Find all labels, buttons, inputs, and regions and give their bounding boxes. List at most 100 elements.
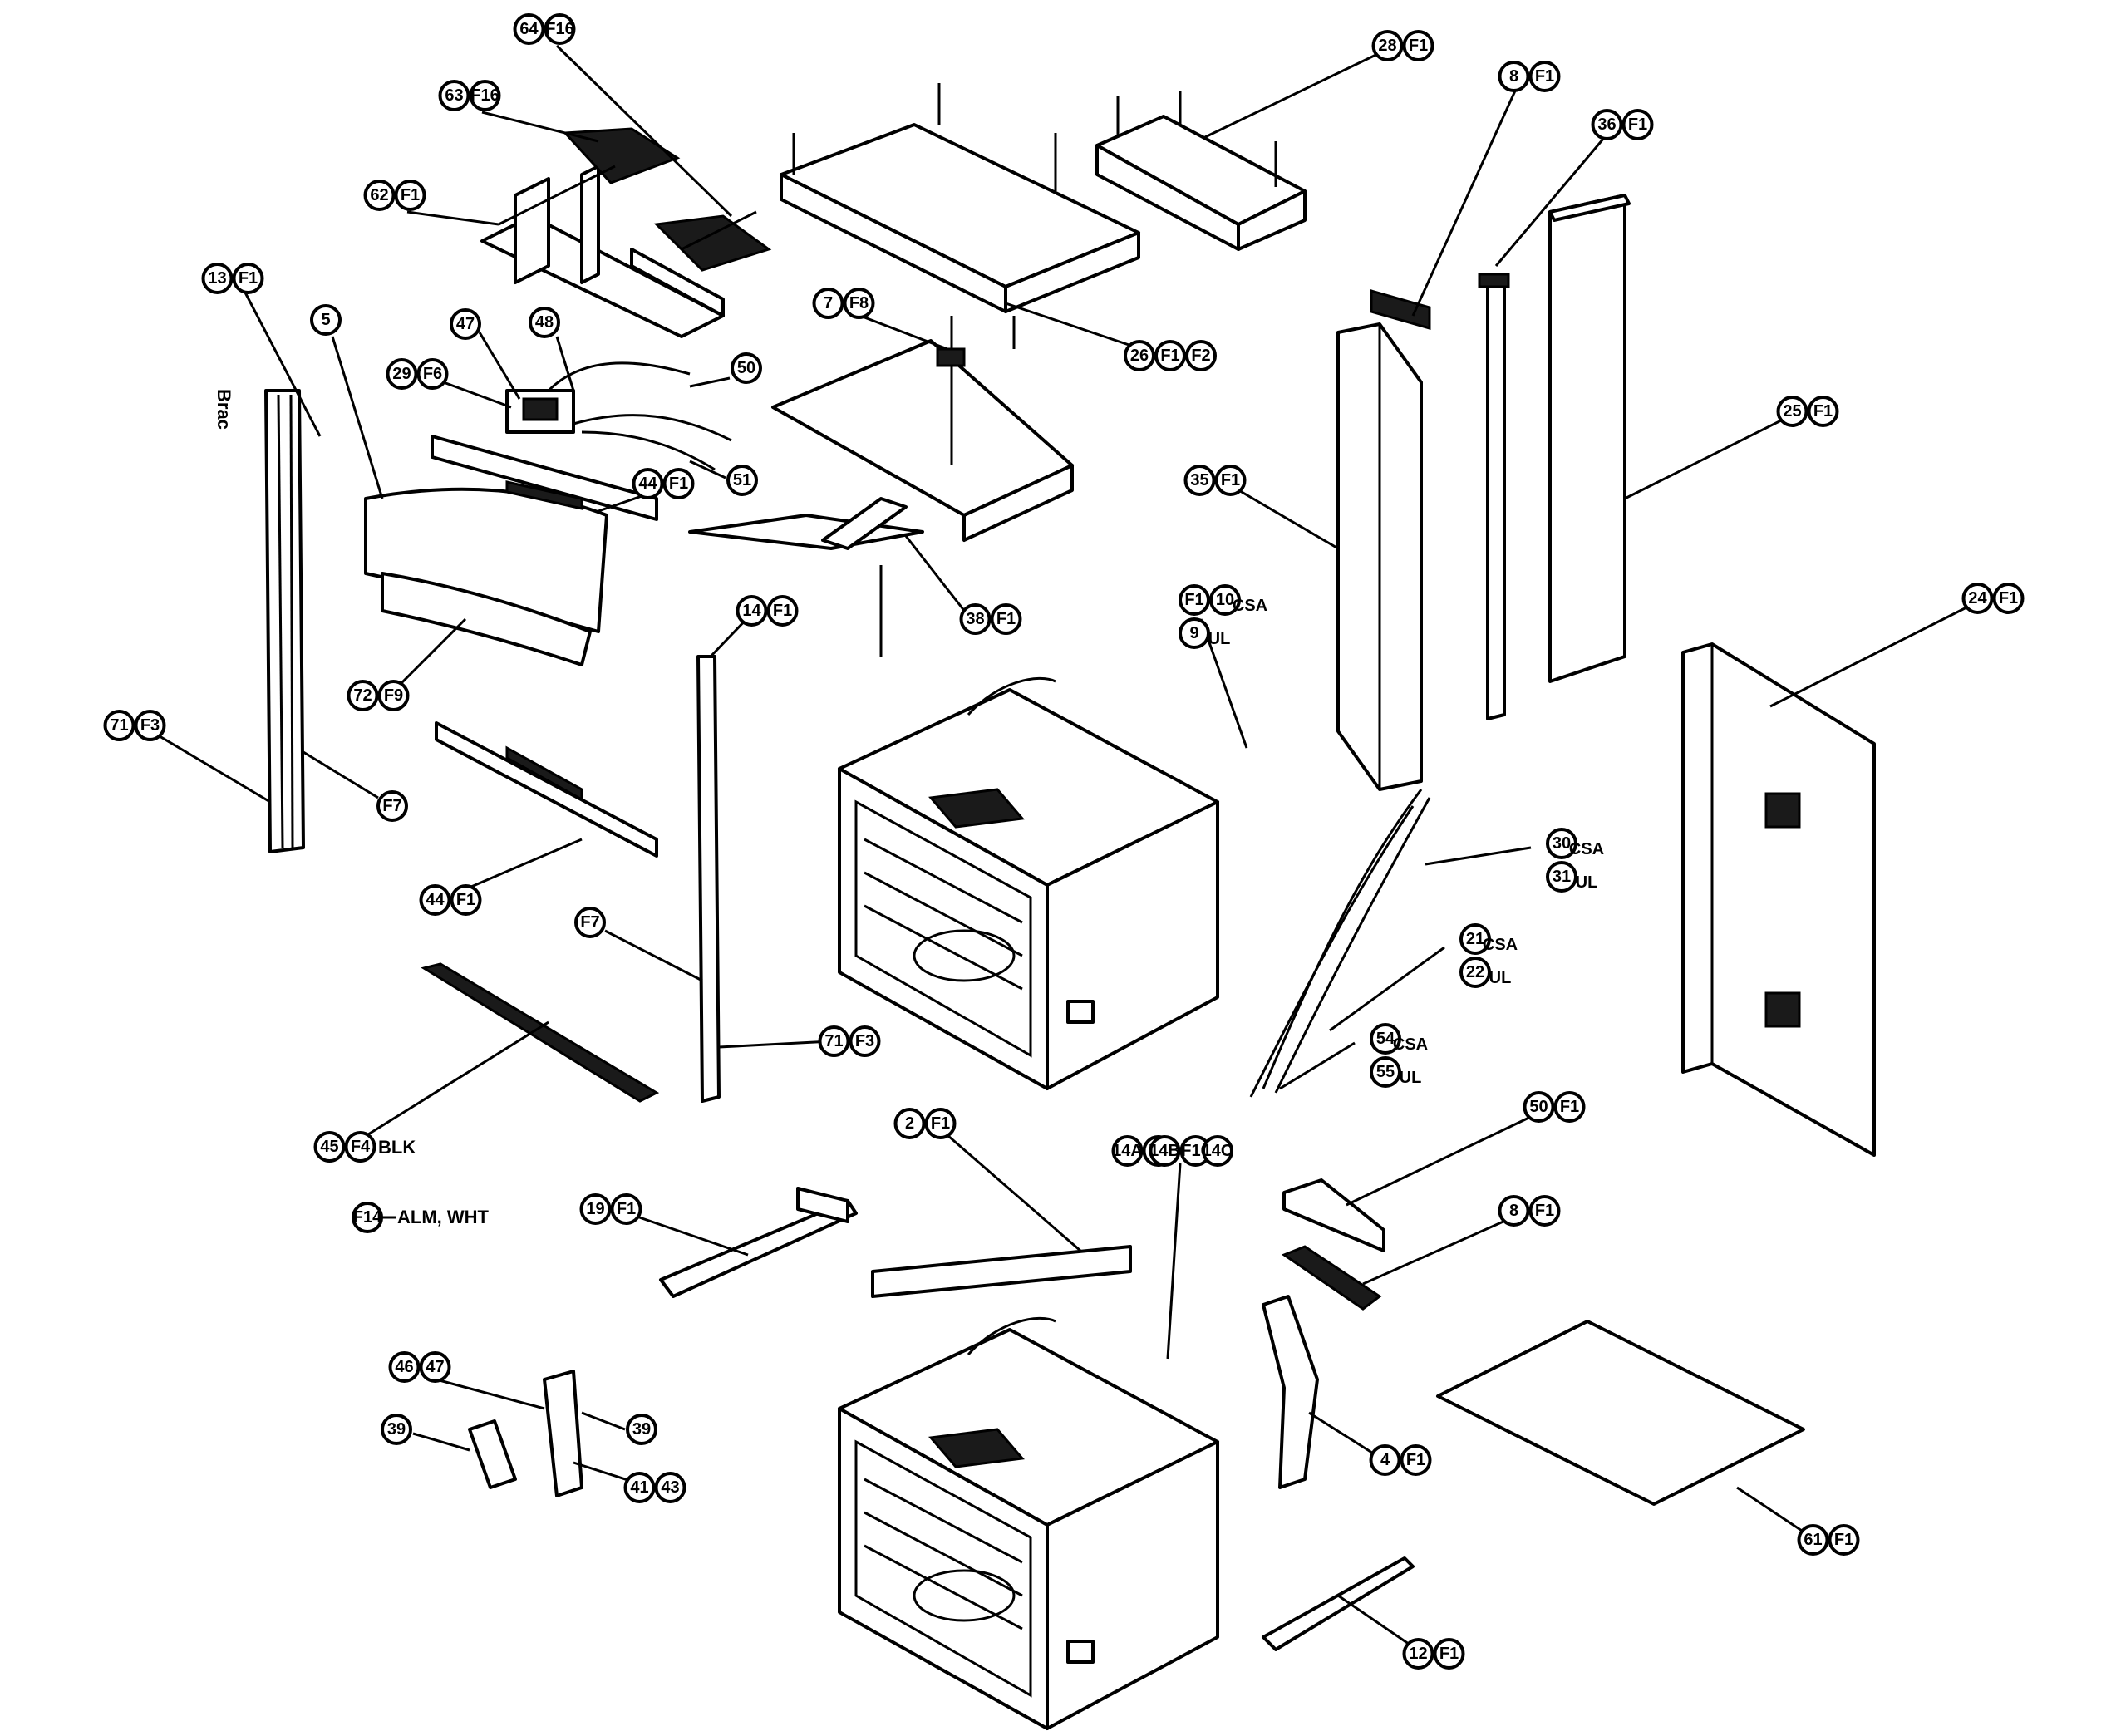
callout-bubble: [610, 1193, 642, 1225]
callout-c-50: 50: [731, 352, 762, 384]
callout-label: 72: [353, 686, 372, 705]
callout-c-f7-left: F7: [376, 790, 408, 822]
callout-bubble: [1111, 1135, 1144, 1167]
callout-c-f7-mid: F7: [574, 907, 606, 938]
callout-bubble: [1523, 1091, 1555, 1123]
callout-c-7-f8: 7 F8: [812, 288, 875, 319]
callout-label: F2: [1191, 347, 1210, 365]
middle-trim-part: [435, 721, 658, 858]
callout-bubble: [1183, 465, 1216, 496]
callout-label: 8: [1509, 67, 1518, 86]
callout-label: 14A: [1112, 1142, 1143, 1160]
callout-label: F1: [931, 1114, 950, 1133]
code-text: UL: [1489, 969, 1512, 987]
callout-label: 13: [208, 269, 226, 288]
callout-c-5: 5: [310, 304, 342, 336]
callout-label: 47: [456, 315, 475, 333]
callout-label: F1: [1560, 1098, 1579, 1116]
code-number: 21: [1466, 930, 1484, 948]
callout-c-14c: 14C: [1202, 1135, 1233, 1167]
callout-bubble: [990, 603, 1022, 635]
callout-bubble: [1621, 109, 1654, 140]
code-bubble: [1179, 584, 1210, 616]
callout-bubble: [469, 80, 501, 111]
leader-lines: [150, 44, 1977, 1651]
code-text: UL: [1400, 1069, 1422, 1087]
callout-label: 7: [824, 294, 833, 312]
callout-bubble: [1807, 396, 1839, 427]
callout-label: F8: [849, 294, 869, 312]
callout-label: 28: [1378, 37, 1396, 55]
callout-bubble: [843, 288, 875, 319]
callout-label: 71: [110, 716, 128, 735]
callout-label: F1: [401, 186, 420, 204]
callout-label: F3: [855, 1032, 874, 1050]
side-note: Brac: [214, 389, 234, 430]
callout-bubble: [654, 1472, 686, 1503]
callout-bubble: [849, 1025, 881, 1057]
callout-label: F14: [353, 1208, 382, 1227]
callout-label: F1: [773, 602, 792, 620]
code-text: CSA: [1233, 597, 1267, 615]
callout-label: 24: [1968, 589, 1987, 607]
callout-c-50-f1: 50 F1: [1523, 1091, 1586, 1123]
callout-bubble: [344, 1131, 376, 1163]
callout-bubble: [812, 288, 844, 319]
callout-bubble: [201, 263, 234, 294]
code-bubble: [1179, 617, 1210, 649]
callout-bubble: [394, 180, 426, 211]
trim-strip-part: [688, 497, 924, 657]
callout-label: 38: [966, 610, 984, 628]
callout-bubble: [574, 907, 606, 938]
callout-label: F1: [456, 891, 475, 909]
callout-label: 64: [519, 20, 539, 38]
bottom-brace-12-part: [1262, 1556, 1415, 1651]
callout-label: F1: [1535, 67, 1554, 86]
callout-bubble: [1185, 340, 1217, 371]
code-bubble: [1546, 861, 1577, 893]
callout-c-35-f1: 35 F1: [1183, 465, 1247, 496]
callout-label: 61: [1804, 1531, 1822, 1549]
code-bubble: [1459, 923, 1491, 955]
callout-label: F1: [1221, 471, 1240, 489]
code-bubble: [1459, 957, 1491, 988]
callout-bubble: [623, 1472, 656, 1503]
code-text: CSA: [1393, 1035, 1428, 1054]
bottom-plate-61-part: [1436, 1320, 1805, 1506]
callout-bubble: [377, 680, 410, 711]
callout-label: 48: [535, 313, 554, 332]
inner-bracket-part: [771, 316, 1074, 542]
callout-label: 50: [1529, 1098, 1548, 1116]
callout-label: 41: [630, 1478, 648, 1497]
callout-label: 19: [586, 1200, 604, 1218]
callout-bubble: [1498, 61, 1530, 92]
center-vertical-trim-part: [696, 655, 721, 1103]
callout-label: 63: [445, 86, 463, 105]
side-channel-part: [1336, 289, 1431, 791]
code-bubble: [1209, 584, 1241, 616]
switch-39-part: [468, 1370, 583, 1497]
callout-bubble: [818, 1025, 850, 1057]
callout-bubble: [959, 603, 992, 635]
callout-bubble: [736, 595, 768, 627]
vent-box-part: [1095, 91, 1307, 251]
callout-bubble: [386, 358, 418, 390]
callout-bubble: [1371, 30, 1404, 61]
callout-label: 35: [1190, 471, 1208, 489]
callout-bubble: [134, 710, 166, 741]
callout-label: 71: [824, 1032, 843, 1050]
callout-bubble: [513, 13, 545, 45]
